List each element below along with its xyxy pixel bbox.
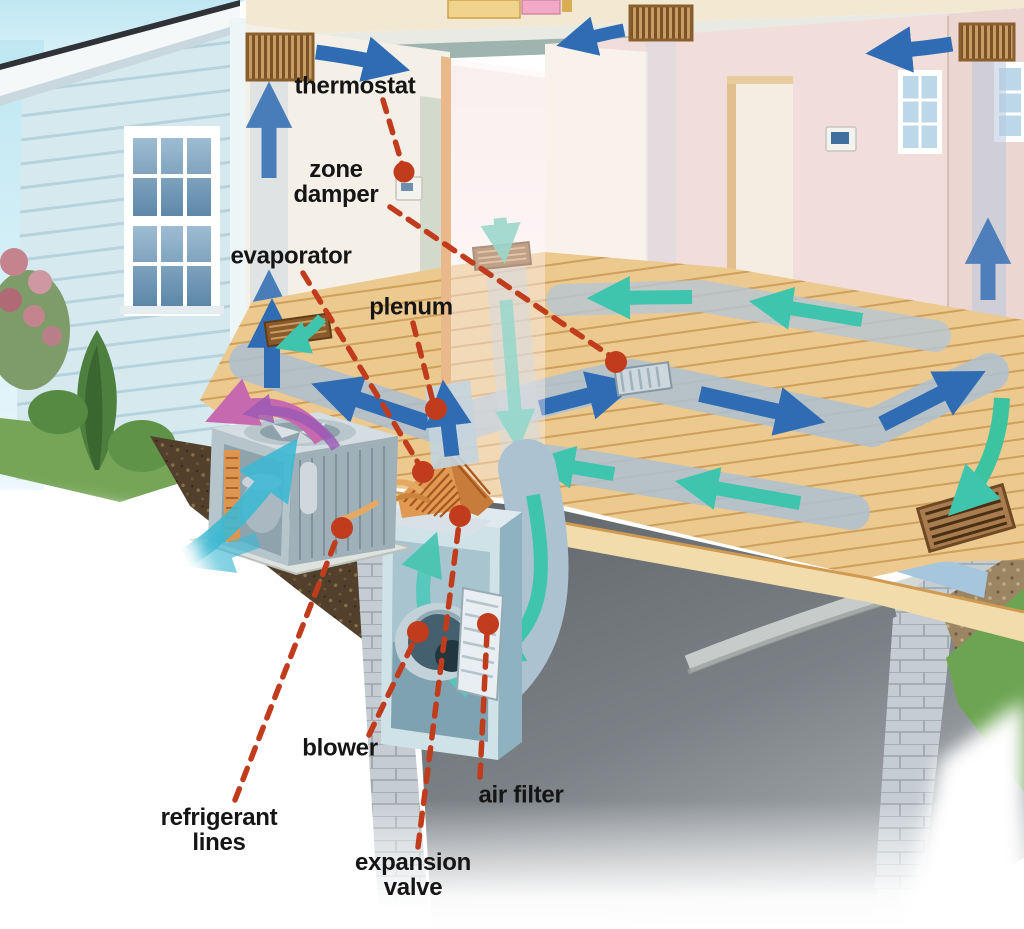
callout-line-refrigerant [232, 532, 341, 803]
label-refrigerant-lines: refrigerant lines [160, 804, 278, 856]
label-plenum: plenum [369, 293, 453, 321]
fan-blade [272, 424, 300, 438]
callout-line-air-filter [477, 630, 490, 780]
label-zone-damper: zone damper [293, 156, 379, 208]
dot-evaporator [412, 461, 434, 483]
back-window [898, 70, 942, 154]
furnace-side [498, 512, 522, 760]
label-expansion-valve: expansion valve [355, 849, 471, 901]
zone-damper-device [613, 361, 673, 397]
supply-arrow-out [865, 26, 954, 73]
supply-arrow [878, 370, 986, 432]
return-arrow [586, 276, 693, 320]
furnace-assembly [346, 379, 569, 760]
dot-expansion-valve [449, 505, 471, 527]
exhaust-arrow-purple [242, 393, 341, 451]
callout-line-blower [366, 636, 418, 738]
label-thermostat: thermostat [294, 72, 416, 100]
roof-fascia [0, 6, 240, 98]
supply-arrow-out [556, 16, 626, 56]
label-air-filter: air filter [478, 781, 564, 809]
fan-blade [296, 432, 314, 444]
left-interior-wall [246, 24, 450, 332]
accumulator [300, 462, 317, 514]
return-arrow-into-register [275, 314, 327, 354]
return-arrow [748, 286, 864, 330]
return-arrow [674, 467, 802, 510]
supply-arrow [538, 371, 638, 420]
dot-refrigerant-lines [331, 517, 353, 539]
condenser-unit [180, 378, 413, 576]
callout-dots [331, 161, 627, 643]
house-exterior [0, 0, 250, 502]
dot-blower [407, 621, 429, 643]
callouts [232, 97, 615, 850]
intake-arrow-cyan [183, 527, 261, 573]
label-blower: blower [302, 734, 378, 762]
white-fades [0, 492, 1024, 929]
supply-arrow [698, 386, 826, 436]
label-evaporator: evaporator [230, 242, 352, 270]
callout-line-thermostat [380, 97, 405, 167]
air-filter-panel [455, 586, 505, 702]
callout-line-expansion-valve [415, 521, 462, 850]
dot-air-filter [477, 613, 499, 635]
callout-line-evaporator [300, 270, 423, 469]
callout-line-zone-damper [387, 204, 615, 360]
wall-vent [628, 4, 694, 42]
return-arrow [530, 445, 616, 489]
dot-plenum [425, 398, 447, 420]
dot-thermostat [393, 161, 415, 183]
soffit-shadow [0, 24, 240, 106]
wall-vent [958, 22, 1016, 62]
return-arrow-into-register [947, 397, 1010, 517]
supply-arrow-left [311, 375, 431, 431]
duct-riser [646, 42, 676, 262]
wall-vent [245, 32, 315, 82]
exterior-window [120, 126, 224, 316]
callout-line-plenum [410, 320, 436, 405]
supply-arrow-out [314, 36, 411, 82]
dot-zone-damper [605, 351, 627, 373]
thermostat-device-2 [825, 126, 857, 152]
